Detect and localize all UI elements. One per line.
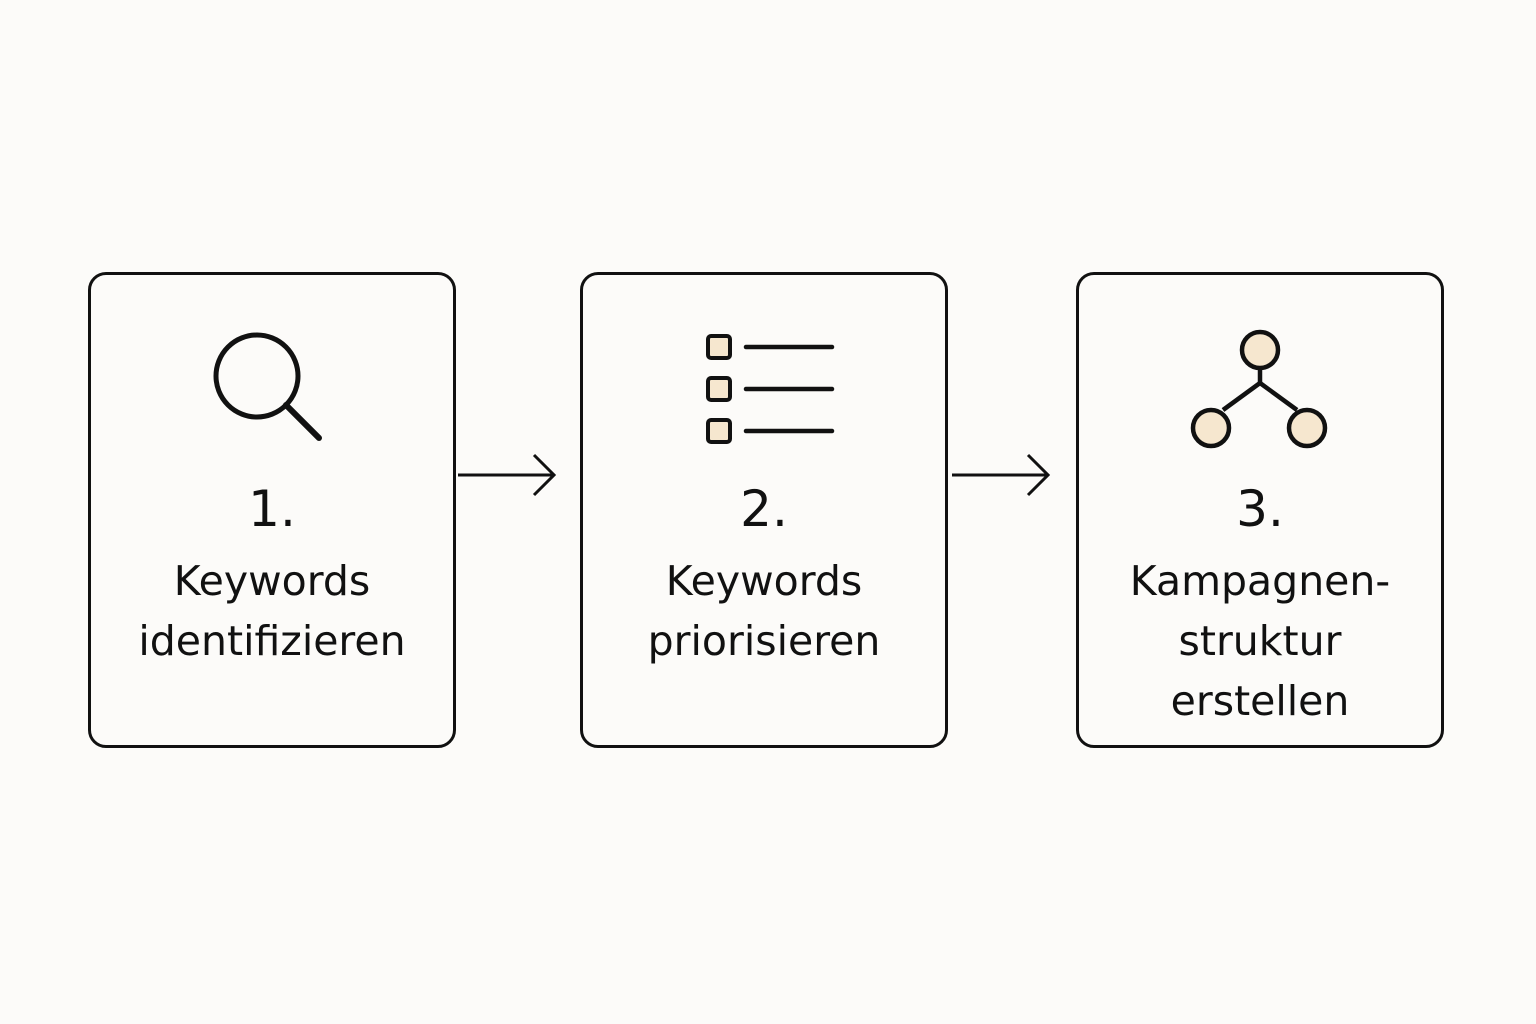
step-label-line: priorisieren bbox=[647, 617, 881, 665]
step-label-line: Kampagnen- bbox=[1129, 557, 1391, 605]
step-box-structure: 3. Kampagnen- struktur erstellen bbox=[1076, 272, 1444, 748]
step-label-line: struktur bbox=[1178, 617, 1342, 665]
step-label-line: identifizieren bbox=[138, 617, 406, 665]
step-box-identify: 1. Keywords identifizieren bbox=[88, 272, 456, 748]
step-label-line: Keywords bbox=[173, 557, 371, 605]
step-number: 1. bbox=[248, 480, 296, 538]
step-label: Kampagnen- struktur erstellen bbox=[1079, 551, 1441, 731]
checklist-icon bbox=[706, 334, 835, 444]
step-number: 3. bbox=[1236, 480, 1284, 538]
step-label: Keywords identifizieren bbox=[91, 551, 453, 671]
search-icon bbox=[213, 332, 322, 441]
step-label: Keywords priorisieren bbox=[583, 551, 945, 671]
step-label-line: erstellen bbox=[1170, 677, 1350, 725]
step-number: 2. bbox=[740, 480, 788, 538]
step-box-prioritize: 2. Keywords priorisieren bbox=[580, 272, 948, 748]
arrow-right-icon bbox=[458, 453, 557, 497]
arrow-right-icon bbox=[952, 453, 1051, 497]
step-label-line: Keywords bbox=[665, 557, 863, 605]
network-icon bbox=[1190, 329, 1328, 449]
